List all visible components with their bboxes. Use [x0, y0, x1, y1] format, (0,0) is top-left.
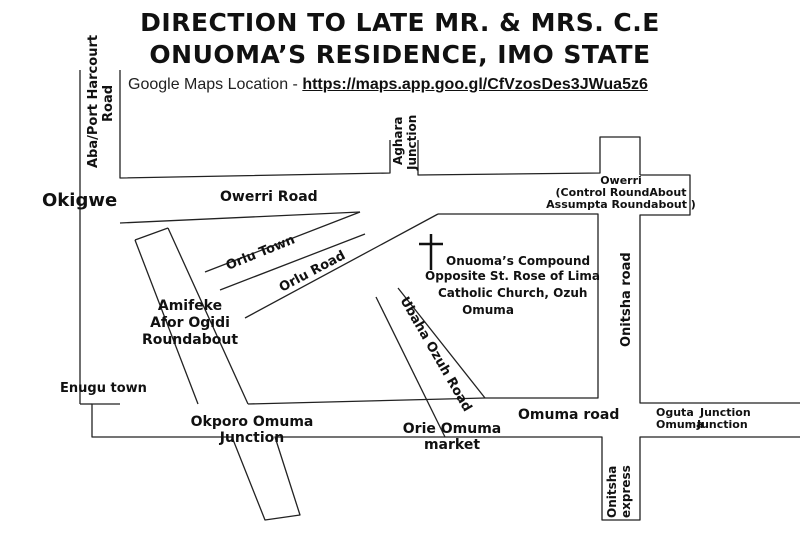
aba-road-label-1: Aba/Port Harcourt [86, 35, 101, 168]
aba-road-edge [119, 70, 391, 179]
amifeke-cap [134, 227, 169, 241]
compound-label-1: Onuoma’s Compound [446, 254, 590, 268]
onitsha-express-label-2: express [619, 465, 633, 518]
orie-omuma-label-2: market [424, 437, 480, 453]
amifeke-diag-left [134, 239, 199, 405]
orlu-town-lower [219, 233, 366, 291]
amifeke-diag-right [167, 227, 249, 405]
gmaps-link[interactable]: https://maps.app.goo.gl/CfVzosDes3JWua5z… [302, 76, 648, 93]
onitsha-express-label-1: Onitsha [605, 466, 619, 518]
okigwe-label: Okigwe [42, 190, 117, 211]
owerri-junction-label-3: Assumpta Roundabout ) [546, 198, 696, 211]
onitsha-road-label: Onitsha road [619, 252, 634, 347]
omuma-road-top-mid [247, 397, 486, 405]
orlu-road-label: Orlu Road [277, 248, 348, 295]
aba-road-label-2: Road [101, 85, 116, 122]
map-title-line2: ONUOMA’S RESIDENCE, IMO STATE [149, 40, 651, 69]
ubaha-right [397, 287, 486, 399]
cross-icon [419, 234, 443, 270]
orie-omuma-label-1: Orie Omuma [403, 421, 501, 437]
ubaha-left [375, 296, 446, 438]
owerri-road-label: Owerri Road [220, 189, 318, 205]
owerri-right-side [639, 174, 800, 404]
owerri-road-top [417, 136, 641, 176]
enugu-town-label: Enugu town [60, 381, 147, 396]
compound-label-2: Opposite St. Rose of Lima [425, 269, 600, 283]
okporo-left [231, 436, 390, 521]
amifeke-label-3: Roundabout [142, 332, 238, 348]
owerri-junction-label-1: Owerri [600, 174, 642, 187]
owerri-junction-label-2: (Control RoundAbout [556, 186, 687, 199]
right-lower [500, 436, 800, 521]
google-maps-location: Google Maps Location - https://maps.app.… [128, 76, 648, 94]
orlu-road [244, 213, 439, 319]
amifeke-label-2: Afor Ogidi [150, 315, 230, 331]
amifeke-label-1: Amifeke [158, 298, 222, 314]
oguta-junction-label-2: Junction [696, 418, 748, 431]
owerri-road-bottom-right [438, 213, 599, 399]
aghara-label-1: Aghara [391, 116, 405, 165]
orlu-town [204, 211, 361, 273]
oguta-label-1: Oguta [656, 406, 694, 419]
okporo-junction-label-2: Junction [219, 430, 285, 446]
oguta-junction-label-1: Junction [699, 406, 751, 419]
oguta-label-2: Omuma [656, 418, 704, 431]
owerri-road-bottom [119, 211, 361, 224]
aghara-label-2: Junction [405, 115, 419, 171]
omuma-road-label: Omuma road [518, 407, 619, 423]
compound-label-3: Catholic Church, Ozuh [438, 286, 587, 300]
gmaps-prefix: Google Maps Location - [128, 76, 303, 93]
map-title-line1: DIRECTION TO LATE MR. & MRS. C.E [140, 8, 660, 37]
compound-label-4: Omuma [462, 303, 514, 317]
omuma-road-top [91, 403, 232, 438]
okporo-junction-label-1: Okporo Omuma [191, 414, 314, 430]
orlu-town-label: Orlu Town [224, 232, 297, 273]
